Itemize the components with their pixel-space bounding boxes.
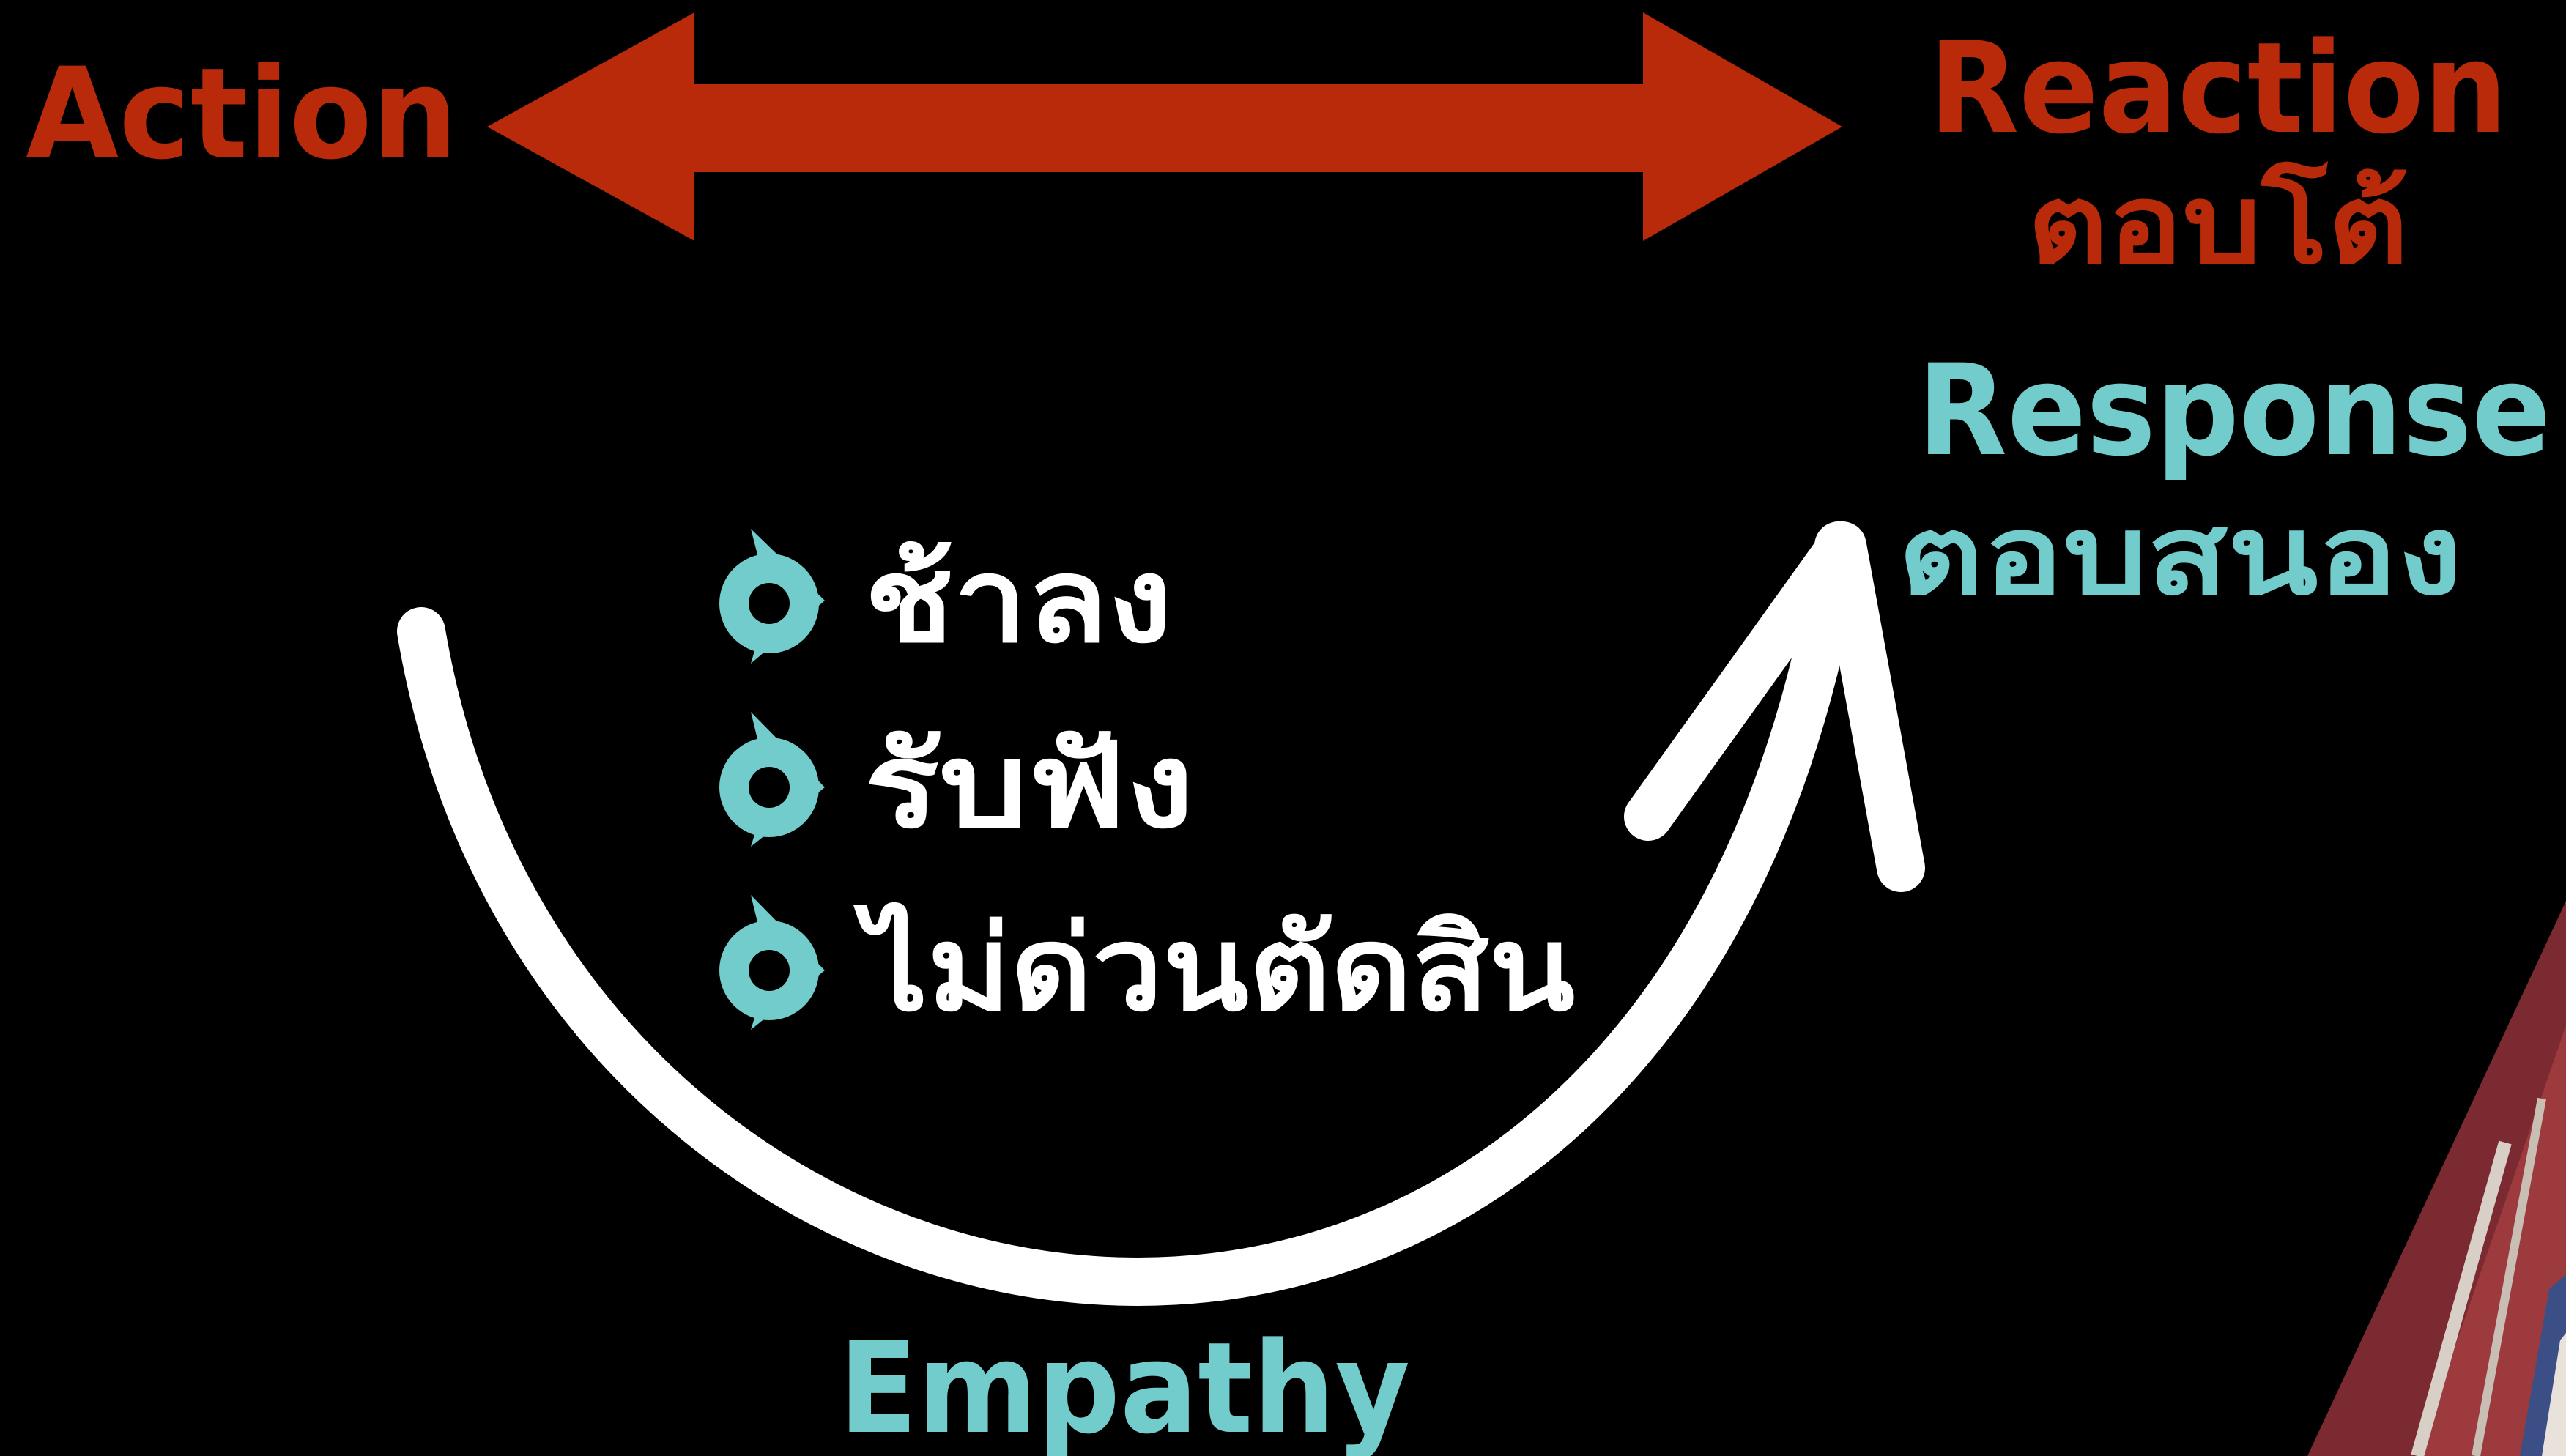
background-photo-corner: [2307, 901, 2566, 1456]
reaction-thai-label: ตอบโต้: [2028, 160, 2409, 289]
teal-arrow-bullet-icon: [719, 529, 825, 664]
list-item: ช้าลง: [719, 529, 1172, 669]
double-headed-arrow: [487, 12, 1842, 241]
list-item: รับฟัง: [719, 712, 1194, 854]
bullet-text: ไม่ด่วนตัดสิน: [853, 900, 1575, 1037]
teal-arrow-bullet-icon: [719, 712, 825, 847]
bullet-list: ช้าลง รับฟัง ไม่ด่วนตัดสิน: [719, 529, 1575, 1037]
bullet-text: รับฟัง: [864, 717, 1194, 854]
empathy-label: Empathy: [839, 1315, 1410, 1456]
bullet-text: ช้าลง: [864, 532, 1172, 669]
list-item: ไม่ด่วนตัดสิน: [719, 895, 1575, 1037]
reaction-label: Reaction: [1929, 15, 2507, 162]
curved-up-arrow: [397, 521, 1925, 1306]
teal-arrow-bullet-icon: [719, 895, 825, 1030]
response-thai-label: ตอบสนอง: [1898, 492, 2462, 620]
response-label: Response: [1918, 337, 2551, 484]
action-label: Action: [26, 40, 458, 187]
